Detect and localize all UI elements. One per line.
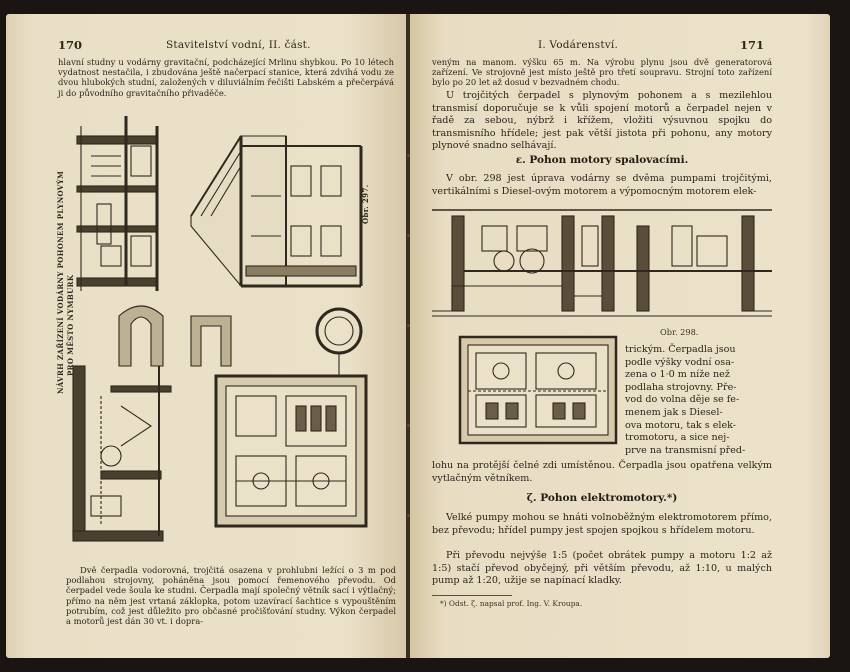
left-bottom-paragraph: Dvě čerpadla vodorovná, trojčitá osazena…: [66, 565, 396, 627]
section-e-heading: ε. Pohon motory spalovacími.: [515, 154, 689, 166]
right-running-head: I. Vodárenství.: [538, 39, 618, 51]
figure-297-drawing: [71, 106, 391, 556]
section-roof-right: [190, 135, 363, 288]
left-running-head: Stavitelství vodní, II. část.: [166, 39, 311, 51]
figure-298-elevation: [432, 206, 772, 321]
round-tank: [315, 307, 363, 376]
open-book: 170 Stavitelství vodní, II. část. hlavní…: [6, 14, 832, 658]
left-page: 170 Stavitelství vodní, II. část. hlavní…: [6, 14, 408, 658]
figure-caption-298: Obr. 298.: [660, 327, 699, 337]
section-well-lower-left: [72, 305, 232, 542]
fig-title-vertical-1: NÁVRH ZAŘÍZENÍ VODÁRNY POHONEM PLYNOVÝM: [56, 170, 65, 394]
right-top-paragraph: veným na manom. výšku 65 m. Na výrobu pl…: [432, 57, 772, 88]
right-page-number: 171: [740, 38, 765, 52]
paragraph-diesel: V obr. 298 jest úprava vodárny se dvěma …: [432, 173, 772, 197]
section-z-heading: ζ. Pohon elektromotory.*): [526, 492, 678, 504]
left-top-paragraph: hlavní studny u vodárny gravitační, podc…: [58, 57, 394, 98]
right-page: I. Vodárenství. 171 veným na manom. výšk…: [410, 14, 830, 658]
paragraph-electromotors: Velké pumpy mohou se hnáti volnoběžným e…: [432, 512, 772, 536]
paragraph-transmission-ratio: Při převodu nejvýše 1:5 (počet obrátek p…: [432, 550, 772, 587]
plan-view-pumphouse: [214, 374, 368, 528]
footnote-rule: [432, 595, 512, 596]
paragraph-transmission: U trojčitých čerpadel s plynovým pohonem…: [432, 90, 772, 152]
paragraph-pumps: lohu na protější čelné zdi umístěnou. Če…: [432, 460, 772, 484]
figure-298-plan: [458, 335, 618, 445]
left-page-number: 170: [58, 38, 83, 52]
section-elevation-left: [76, 116, 159, 291]
footnote: *) Odst. ζ. napsal prof. Ing. V. Kroupa.: [440, 599, 583, 608]
side-column-text: trickým. Čerpadla jsou podle výšky vodní…: [625, 344, 746, 456]
book-gutter: [406, 14, 412, 658]
